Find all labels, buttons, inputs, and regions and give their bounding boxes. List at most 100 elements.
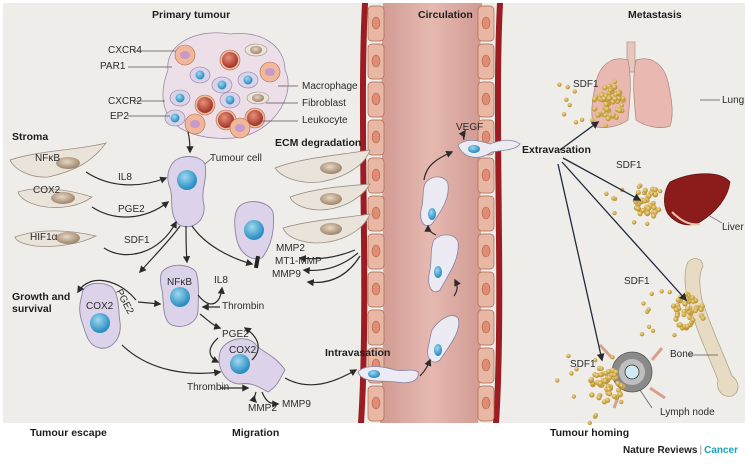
endothelial-nucleus <box>371 206 381 220</box>
sdf1-dot <box>637 211 643 217</box>
sdf1-dot <box>635 206 641 212</box>
sdf1-dot <box>681 312 687 318</box>
macrophage-nucleus <box>265 68 275 76</box>
growth-cell-cox2: COX2 <box>86 301 114 312</box>
vessel-wall-left <box>358 3 368 423</box>
organ-label-liver: Liver <box>722 222 744 233</box>
arrow-ctc-1 <box>419 358 432 377</box>
arrow-to-growth <box>139 225 181 274</box>
tumour-cluster-cells <box>164 43 281 139</box>
endothelial-nucleus <box>371 168 381 182</box>
endothelial-nucleus <box>481 168 491 182</box>
circulating-tumour-cells <box>357 139 521 384</box>
sdf1-dot <box>606 95 612 101</box>
sdf1-dot <box>652 186 658 193</box>
ecm-fibroblasts <box>274 149 371 244</box>
arrow-mmp9-out <box>261 391 280 408</box>
heading-migration: Migration <box>232 427 280 439</box>
organ-label-lymph-node: Lymph node <box>660 407 715 418</box>
label-leukocyte: Leukocyte <box>302 115 348 126</box>
heading-tumour-homing: Tumour homing <box>550 427 630 439</box>
sdf1-dot <box>673 307 679 313</box>
leukocyte-nucleus <box>222 52 238 68</box>
sdf1-dot <box>610 355 615 360</box>
journal-name: Cancer <box>704 445 738 456</box>
sdf1-dot <box>650 328 656 334</box>
sdf1-dot <box>593 358 598 363</box>
sdf1-dot <box>611 84 617 90</box>
arrow-il8-loop <box>197 286 225 305</box>
sdf1-dot <box>619 383 624 388</box>
sdf1-dot <box>689 295 696 301</box>
macrophage-nucleus <box>190 120 200 128</box>
sdf1-dot <box>611 393 617 400</box>
arrow-ctc-2 <box>453 278 461 297</box>
macrophage-nucleus <box>235 124 245 132</box>
sdf1-dot <box>571 394 577 399</box>
sdf1-dot <box>616 107 623 114</box>
arrow-to-lung <box>559 121 600 151</box>
macrophage-nucleus <box>180 51 190 59</box>
arrow-to-lymph-node <box>557 163 605 362</box>
stroma-cell-cox2: COX2 <box>33 185 61 196</box>
sdf1-dot <box>593 413 599 418</box>
sdf1-dot <box>700 315 706 321</box>
arrow-ctc-4 <box>423 150 454 181</box>
tumour-nucleus <box>225 95 235 105</box>
tumour-nucleus <box>170 113 180 123</box>
nfkb-cell-label: NFκB <box>167 277 192 288</box>
sdf1-dot <box>555 378 560 383</box>
sdf1-dot <box>565 84 570 90</box>
endothelial-nucleus <box>371 16 381 30</box>
arrow-to-bone <box>561 161 688 302</box>
arrow-growth-loop <box>77 279 137 301</box>
sdf1-dot <box>619 103 625 108</box>
sdf1-dot <box>606 375 613 381</box>
sdf1-dot <box>612 372 617 378</box>
sdf1-dot <box>651 200 656 206</box>
sdf1-dot <box>641 198 648 204</box>
sdf1-dot <box>596 395 602 401</box>
leukocyte-nucleus <box>247 110 263 126</box>
arrow-ctc-3 <box>424 224 437 236</box>
arrow-to-ecm-cell <box>191 225 254 266</box>
migration-signal-pge2: PGE2 <box>222 329 249 340</box>
signal-pge2: PGE2 <box>118 204 145 215</box>
sdf1-dot <box>653 191 659 198</box>
arrow-mt1mmp <box>302 252 359 275</box>
sdf1-dot <box>645 210 651 216</box>
sdf1-dot <box>640 207 646 213</box>
sdf1-dot <box>598 372 604 378</box>
sdf1-dot <box>579 117 585 123</box>
signal-il8: IL8 <box>118 172 132 183</box>
sdf1-dot <box>567 102 572 108</box>
arrow-mmp2-out <box>249 391 258 404</box>
sdf1-dot <box>587 420 592 426</box>
sdf1-dot <box>642 187 648 193</box>
sdf1-dot <box>605 368 612 375</box>
sdf1-dot <box>602 85 608 91</box>
endothelial-nucleus <box>481 396 491 410</box>
sdf1-dot <box>677 322 683 328</box>
endothelial-nucleus <box>371 320 381 334</box>
arrow-nfkb-pge2 <box>199 313 222 330</box>
tumour-cell-migrating <box>218 338 286 393</box>
arrow-mmp2 <box>298 249 356 263</box>
sdf1-dot <box>557 82 562 87</box>
liver-organ <box>664 173 731 226</box>
sdf1-dot <box>566 353 571 359</box>
sdf1-dot <box>674 312 680 319</box>
receptor-leaders <box>128 50 298 122</box>
leukocyte-nucleus <box>218 112 234 128</box>
sdf1-dot <box>603 101 609 107</box>
organ-bone-sdf1: SDF1 <box>624 276 650 287</box>
sdf1-dot <box>649 191 654 196</box>
sdf1-dot <box>649 291 654 296</box>
sdf1-dot <box>602 378 608 384</box>
heading-growth-survival: Growth and survival <box>12 291 71 315</box>
sdf1-dot <box>615 380 621 387</box>
endothelial-nucleus <box>371 282 381 296</box>
nfkb-signal-thrombin: Thrombin <box>222 301 265 312</box>
fibroblast-nucleus <box>250 46 262 54</box>
tumour-cell-ecm <box>234 201 274 269</box>
